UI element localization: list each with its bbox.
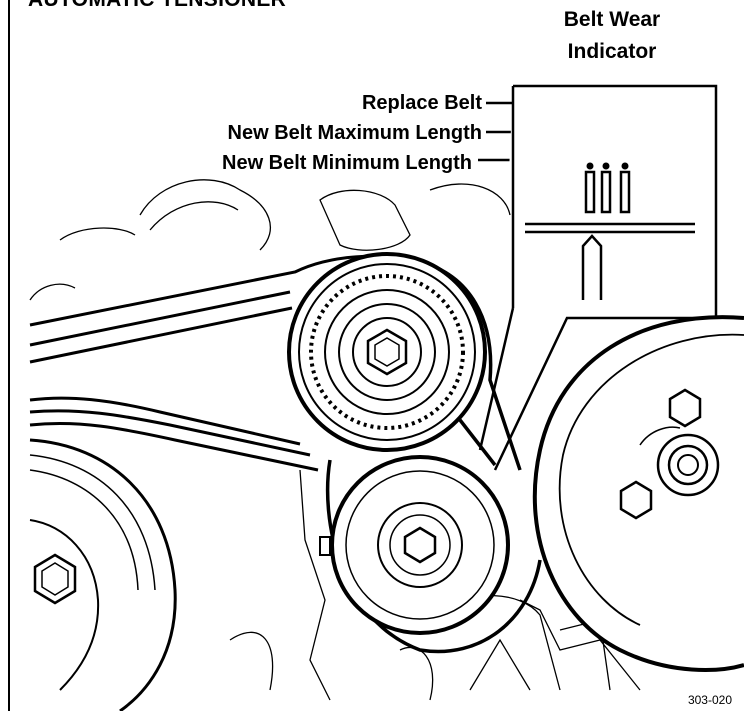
label-max-length: New Belt Maximum Length: [227, 122, 482, 144]
label-min-length: New Belt Minimum Length: [222, 152, 472, 174]
diagram-title: AUTOMATIC TENSIONER: [28, 0, 286, 12]
engine-background: [29, 179, 641, 701]
wear-marks: [584, 162, 631, 214]
belt-lower: [29, 396, 319, 472]
wear-rail: [525, 222, 695, 300]
figure-code: 303-020: [687, 693, 732, 707]
right-pulley: [532, 315, 744, 672]
indicator-heading-line1: Belt Wear: [563, 8, 661, 31]
label-replace-belt: Replace Belt: [361, 92, 482, 114]
indicator-heading-line2: Indicator: [567, 40, 657, 63]
frame-border-left: [8, 0, 10, 711]
left-pulley: [29, 438, 177, 711]
tensioner-pulley: [319, 455, 510, 635]
idler-pulley: [287, 252, 487, 452]
